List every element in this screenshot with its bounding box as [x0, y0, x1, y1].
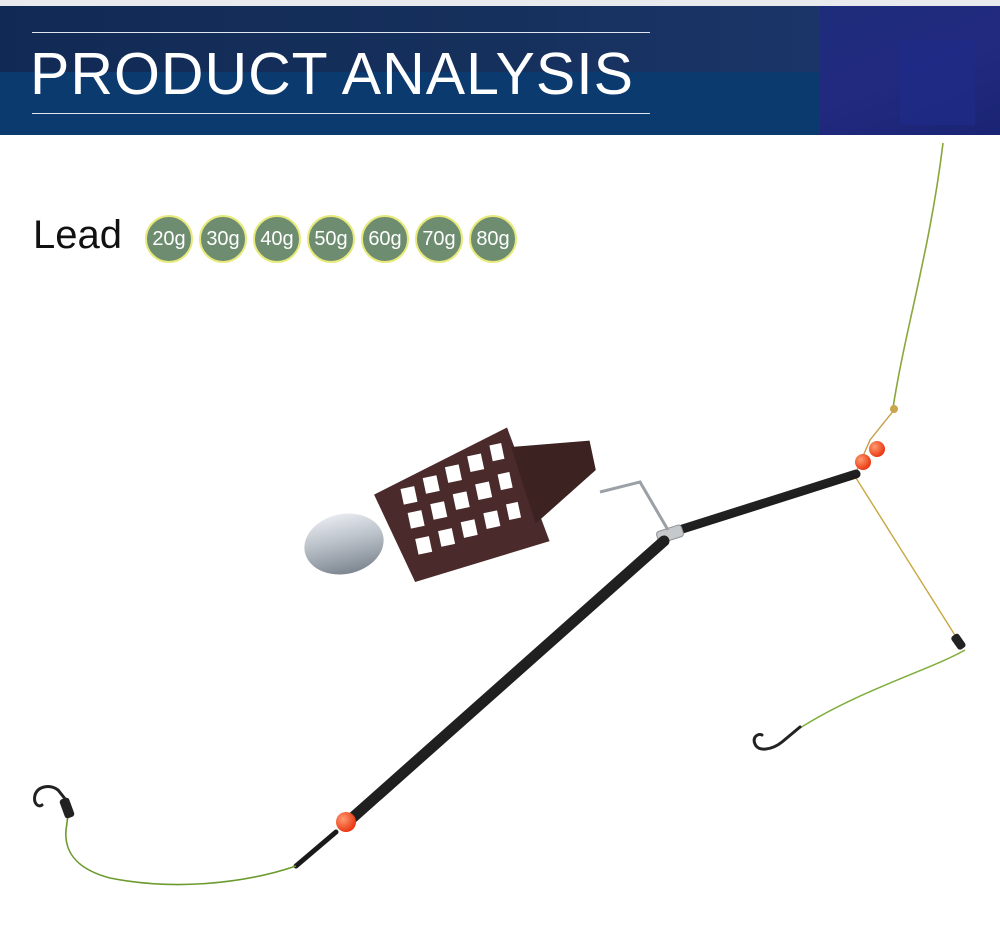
- fishing-rig-image: [33, 142, 966, 886]
- right-hook-icon: [752, 725, 802, 751]
- lead-weight-icon: [304, 513, 384, 575]
- banner-shade: [0, 6, 820, 72]
- lead-label: Lead: [33, 213, 122, 257]
- banner-shade: [0, 72, 920, 135]
- weight-badge: 50g: [307, 215, 355, 263]
- hook-link: [799, 649, 966, 729]
- weight-badge: 30g: [199, 215, 247, 263]
- boom-arm-upper: [668, 469, 861, 537]
- title-rule-top: [32, 32, 650, 33]
- weight-badge: 80g: [469, 215, 517, 263]
- swivel-icon: [890, 405, 898, 413]
- bead-icon: [336, 812, 356, 832]
- feeder-cage-icon: [374, 427, 596, 582]
- main-line: [892, 142, 944, 409]
- hook-link: [65, 814, 297, 886]
- header-banner: PRODUCT ANALYSIS: [0, 0, 1000, 135]
- crimp-icon: [59, 797, 75, 819]
- weight-badge: 20g: [145, 215, 193, 263]
- left-hook-icon: [33, 785, 68, 808]
- weight-badge: 40g: [253, 215, 301, 263]
- banner-accent-block: [900, 40, 975, 125]
- snap-clip-icon: [599, 480, 670, 531]
- swivel-icon: [293, 829, 339, 869]
- title-rule-bottom: [32, 113, 650, 114]
- crimp-icon: [951, 633, 966, 650]
- banner-top-strip: [0, 0, 1000, 6]
- boom-arm-lower: [344, 535, 670, 826]
- weight-badge: 70g: [415, 215, 463, 263]
- page-title: PRODUCT ANALYSIS: [30, 41, 634, 107]
- lead-weight-options: 20g 30g 40g 50g 60g 70g 80g: [145, 215, 517, 263]
- hook-link: [855, 477, 959, 641]
- weight-badge: 60g: [361, 215, 409, 263]
- bead-icon: [855, 454, 871, 470]
- bead-icon: [869, 441, 885, 457]
